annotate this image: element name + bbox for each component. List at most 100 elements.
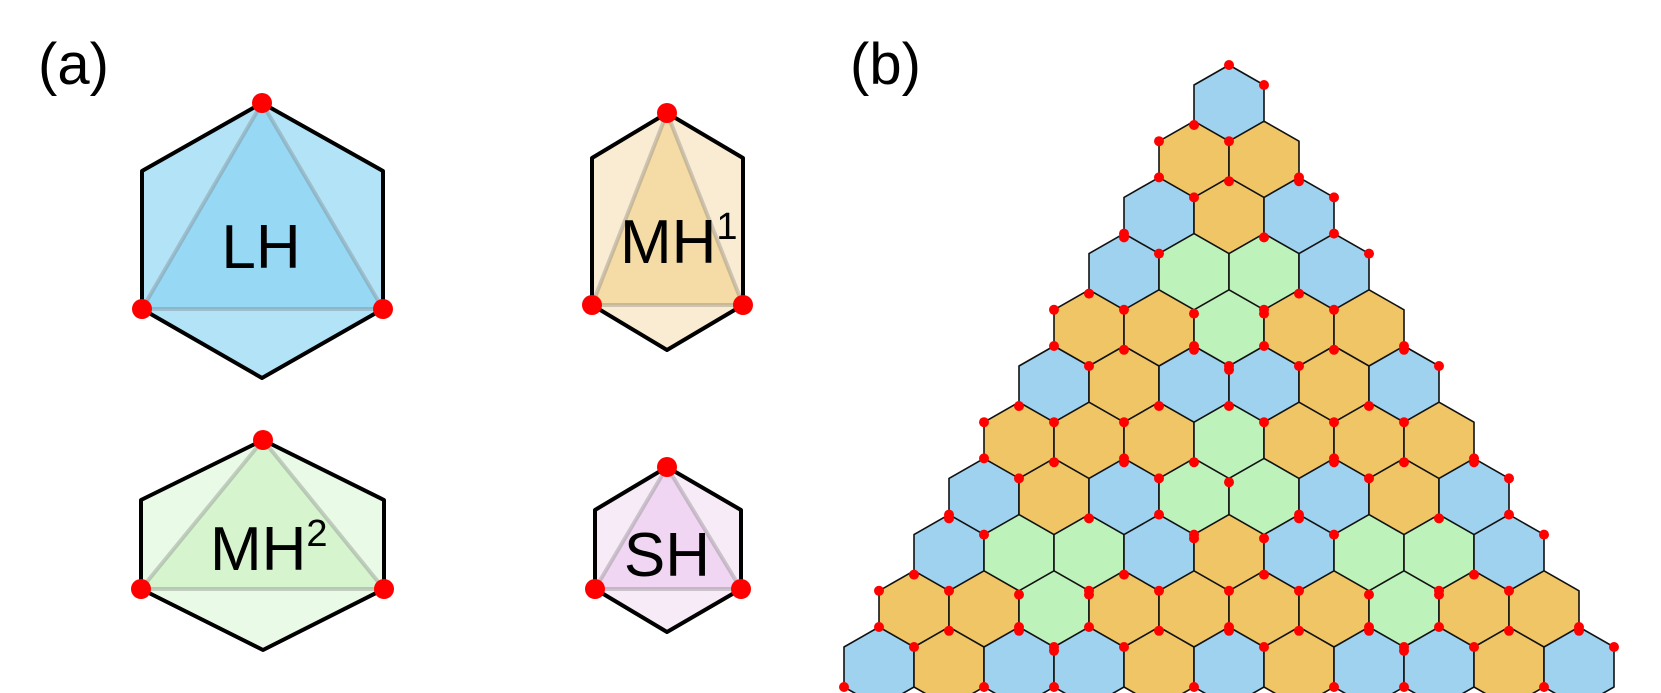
lh-label-main: LH [221,213,300,282]
tiling-corner-dot [1014,473,1024,484]
tiling-corner-dot [1259,642,1269,652]
tiling-corner-dot [1329,529,1339,540]
tiling-corner-dot [1224,477,1234,488]
tiling-corner-dot [1189,457,1199,468]
mh1-label-main: MH [620,208,716,277]
tiling-corner-dot [1294,361,1304,371]
mh1-corner-dot [582,295,602,315]
tiling-corner-dot [1469,642,1479,652]
lh-corner-dot [373,299,393,319]
tiling-corner-dot [1084,361,1094,371]
tiling-corner-dots [839,60,1619,692]
tiling-corner-dot [979,529,989,540]
tiling-corner-dot [1049,457,1059,468]
tiling-corner-dot [1399,457,1409,468]
tiling-corner-dot [1014,589,1024,600]
tiling-corner-dot [1259,417,1269,428]
sh-corner-dot [585,579,605,599]
tiling-corner-dot [1154,473,1164,484]
lh-corner-dot [132,299,152,319]
tiling-corner-dot [1154,585,1164,596]
lh-hexagon: LH [132,93,393,380]
tiling-corner-dot [1469,569,1479,580]
tiling-corner-dot [1224,585,1234,596]
tiling-corner-dot [1119,344,1129,355]
tiling-corner-dot [1119,569,1129,580]
tiling-corner-dot [1154,248,1164,259]
tiling-corner-dot [1294,509,1304,520]
tiling-corner-dot [1154,625,1164,636]
tiling-corner-dot [1084,585,1094,596]
lh-corner-dot [252,93,272,113]
tiling-corner-dot [1329,344,1339,355]
panel-a-label: (a) [38,32,109,97]
tiling-tiles [843,64,1615,693]
sh-hexagon: SH [585,457,751,634]
mh2-inner-triangle [139,438,386,591]
tiling-corner-dot [1049,682,1059,692]
tiling-corner-dot [1364,622,1374,632]
triangular-hexagon-tiling [839,60,1619,693]
tiling-corner-dot [1084,622,1094,632]
tiling-corner-dot [1154,401,1164,411]
tiling-corner-dot [1329,192,1339,203]
mh2-label-main: MH [210,515,306,584]
tiling-corner-dot [1399,642,1409,652]
tiling-corner-dot [1364,248,1374,259]
lh-inner-triangle [140,101,385,311]
tiling-corner-dot [1189,120,1199,130]
tiling-corner-dot [1224,136,1234,147]
mh1-label: MH1 [620,206,738,277]
tiling-corner-dot [1504,585,1514,596]
tiling-corner-dot [1119,304,1129,315]
panel-b-label: (b) [850,32,921,97]
tiling-corner-dot [1434,513,1444,524]
tiling-corner-dot [944,585,954,596]
tiling-corner-dot [1294,585,1304,596]
tiling-corner-dot [1329,453,1339,464]
tiling-corner-dot [1154,136,1164,147]
mh1-inner-triangle [590,111,745,307]
tiling-corner-dot [1539,529,1549,540]
tiling-corner-dot [874,585,884,596]
tiling-corner-dot [1329,304,1339,315]
tiling-corner-dot [1434,622,1444,632]
tiling-corner-dot [1329,417,1339,428]
tiling-corner-dot [1049,304,1059,315]
tiling-corner-dot [1224,60,1234,70]
tiling-corner-dot [1189,341,1199,351]
tiling-corner-dot [1224,401,1234,411]
sh-corner-dot [731,579,751,599]
sh-label: SH [624,521,710,590]
mh2-label-sup: 2 [306,513,327,555]
tiling-corner-dot [1189,192,1199,203]
tiling-corner-dot [1119,417,1129,428]
tiling-corner-dot [1259,232,1269,243]
tiling-corner-dot [1504,625,1514,636]
panel-a-shape-legend: LH MH1 MH2 [131,93,753,652]
tiling-corner-dot [1399,341,1409,351]
sh-corner-dot [657,457,677,477]
mh2-corner-dot [253,430,273,450]
tiling-corner-dot [1294,288,1304,299]
sh-label-main: SH [624,521,710,590]
tiling-corner-dot [1049,642,1059,652]
tiling-corner-dot [979,682,989,692]
mh2-corner-dot [131,579,151,599]
tiling-corner-dot [1259,80,1269,90]
mh2-corner-dot [374,579,394,599]
tiling-corner-dot [1189,682,1199,692]
tiling-corner-dot [1154,172,1164,183]
mh1-hexagon: MH1 [582,103,753,352]
tiling-corner-dot [1609,642,1619,652]
tiling-corner-dot [1329,682,1339,692]
tiling-corner-dot [1224,622,1234,632]
tiling-corner-dot [1049,417,1059,428]
tiling-corner-dot [909,642,919,652]
tiling-corner-dot [1014,401,1024,411]
tiling-corner-dot [944,625,954,636]
mh1-corner-dot [733,295,753,315]
tiling-corner-dot [1574,622,1584,632]
tiling-corner-dot [979,417,989,428]
lh-label: LH [221,213,300,282]
